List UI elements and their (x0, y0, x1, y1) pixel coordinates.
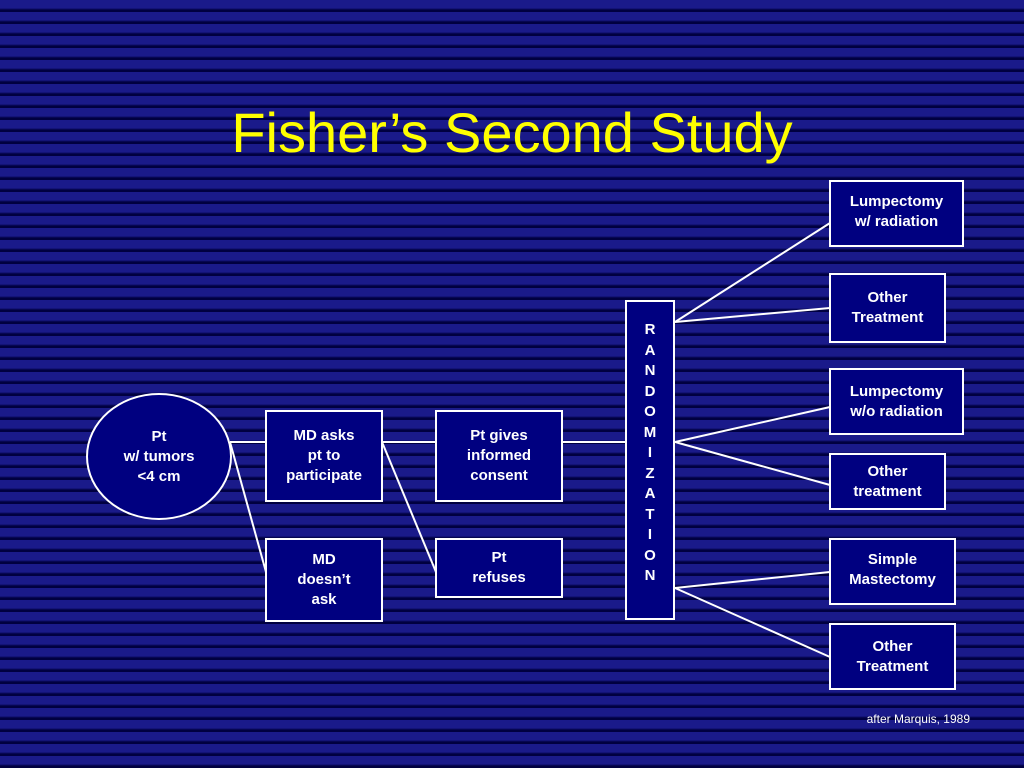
source-credit: after Marquis, 1989 (866, 712, 970, 726)
arm-simple-mastectomy: Simple Mastectomy (829, 538, 956, 605)
arm-other-treatment-1: Other Treatment (829, 273, 946, 343)
connector-rand-arm-1 (674, 222, 831, 323)
randomization-letter: D (644, 382, 656, 400)
randomization-letter: A (644, 341, 656, 359)
patient-node: Pt w/ tumors <4 cm (86, 393, 232, 520)
connector-rand-arm-4 (674, 441, 831, 486)
randomization-box: R A N D O M I Z A T I O N (625, 300, 675, 620)
randomization-letter: I (647, 526, 653, 543)
connector-rand-arm-3 (674, 406, 831, 443)
connector-md-asks-refuses (381, 441, 437, 573)
arm-lumpectomy-with-radiation: Lumpectomy w/ radiation (829, 180, 964, 247)
connector-rand-arm-6 (674, 587, 831, 658)
connector-patient-md-doesnt-ask (229, 441, 267, 573)
pt-refuses-box: Pt refuses (435, 538, 563, 598)
arm-other-treatment-3: Other Treatment (829, 623, 956, 690)
md-asks-box: MD asks pt to participate (265, 410, 383, 502)
randomization-letter: N (644, 362, 656, 379)
pt-gives-consent-box: Pt gives informed consent (435, 410, 563, 502)
randomization-letter: N (644, 567, 656, 584)
connector-rand-arm-5 (674, 571, 831, 589)
arm-other-treatment-2: Other treatment (829, 453, 946, 510)
randomization-letter: O (644, 546, 656, 564)
randomization-letter: I (647, 444, 653, 461)
arm-lumpectomy-without-radiation: Lumpectomy w/o radiation (829, 368, 964, 435)
md-doesnt-ask-box: MD doesn’t ask (265, 538, 383, 622)
randomization-letter: T (645, 505, 655, 523)
randomization-letter: Z (645, 464, 655, 482)
slide-title: Fisher’s Second Study (231, 101, 793, 164)
connector-rand-arm-2 (674, 307, 831, 323)
randomization-letter: A (644, 485, 656, 502)
randomization-letter: O (644, 403, 656, 420)
randomization-letter: M (643, 423, 657, 441)
randomization-letter: R (644, 321, 656, 338)
